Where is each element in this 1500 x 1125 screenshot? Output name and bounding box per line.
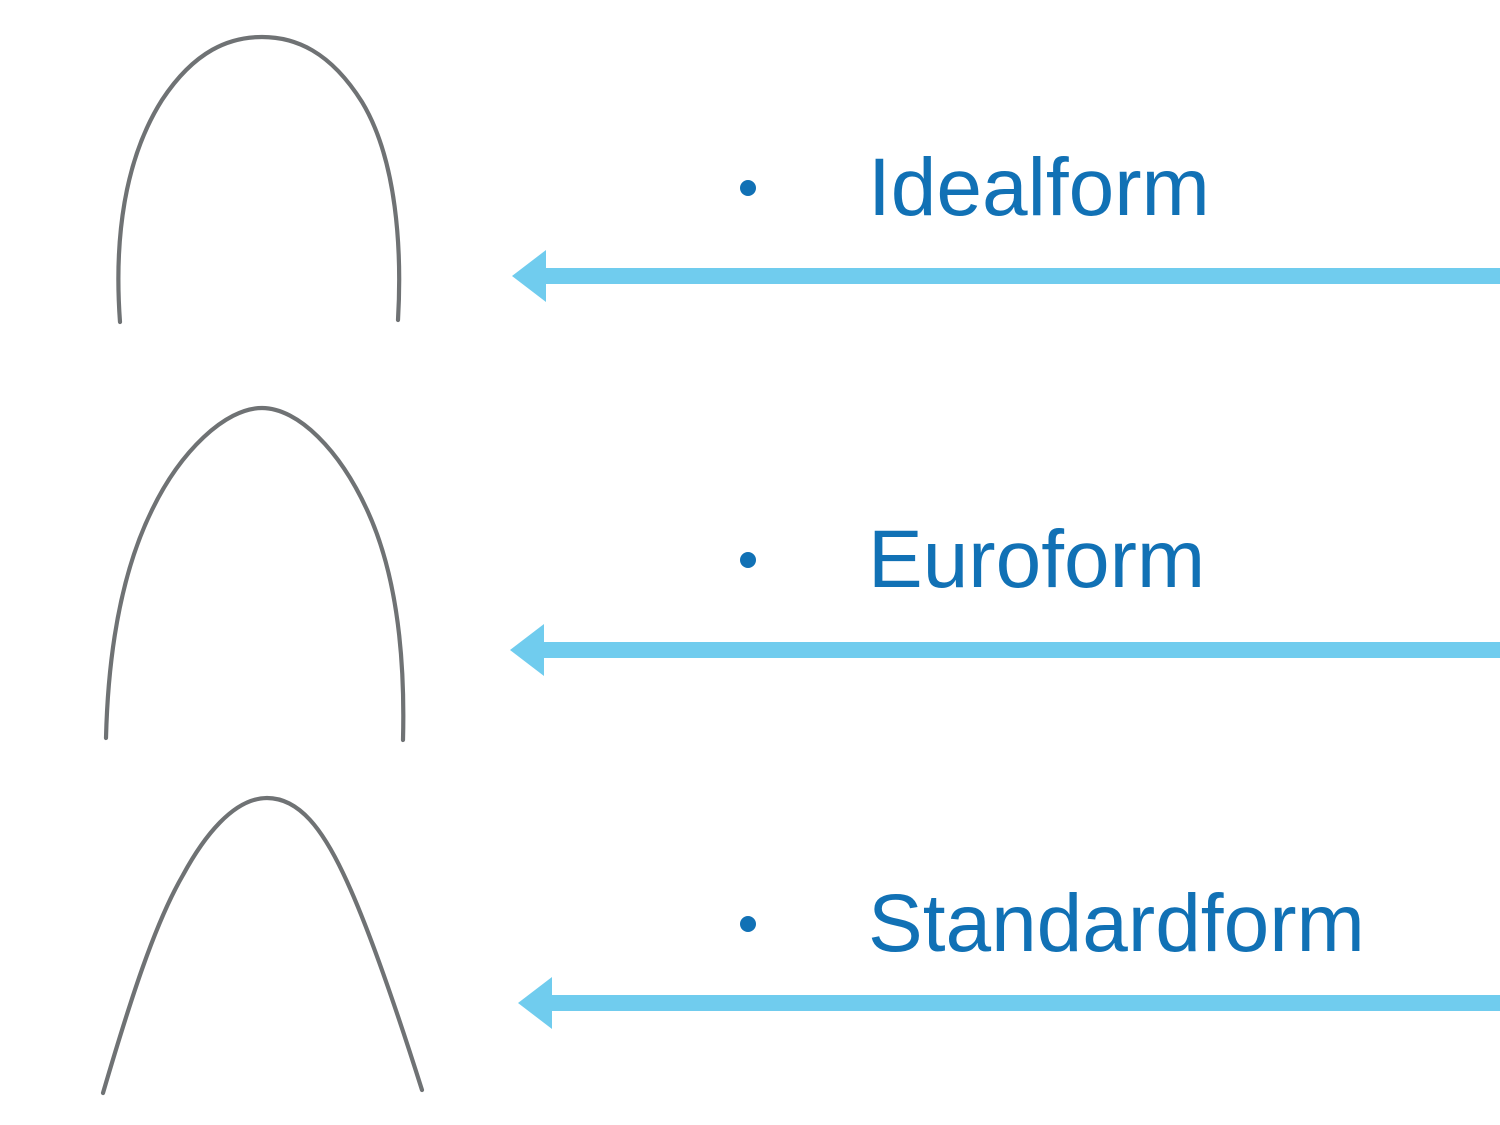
list-item-standardform: Standardform [740,880,1365,968]
idealform-archwire-icon [116,34,402,325]
euroform-archwire-icon [103,405,406,743]
standardform-arrow-icon [518,977,1500,1029]
bullet-icon [740,552,756,568]
idealform-label: Idealform [868,142,1210,233]
bullet-icon [740,180,756,196]
standardform-archwire-icon [100,795,425,1096]
idealform-arrow-icon [512,250,1500,302]
list-item-euroform: Euroform [740,516,1205,604]
bullet-icon [740,916,756,932]
euroform-label: Euroform [868,514,1206,605]
euroform-arrow-icon [510,624,1500,676]
standardform-label: Standardform [868,878,1365,969]
list-item-idealform: Idealform [740,144,1210,232]
